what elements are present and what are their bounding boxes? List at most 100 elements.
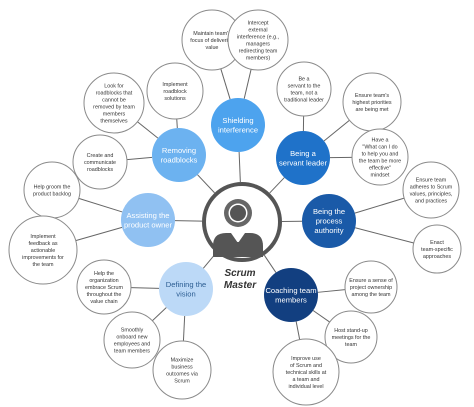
leaf-text-line: throughout the (87, 292, 122, 298)
leaf-text-line: value chain (90, 299, 117, 305)
leaf-text-line: meetings for the (332, 335, 371, 341)
connector-vision-leaf-0 (130, 287, 160, 289)
leaf-text-line: roadblock (163, 89, 187, 95)
leaf-circle (8, 215, 78, 285)
leaf-text-line: Smoothly (121, 327, 144, 333)
leaf-circle (276, 61, 332, 117)
leaf-text-line: Create and (87, 153, 114, 159)
leaf-text-line: members) (246, 55, 270, 61)
hub-label-line: process (316, 217, 343, 226)
hub-label-line: Defining the (166, 280, 207, 289)
connector-roadblocks-leaf-2 (176, 118, 178, 129)
leaf-text-line: Help the (94, 271, 114, 277)
connector-process-leaf-1 (355, 227, 414, 244)
leaf-text-line: values, principles, (410, 191, 453, 197)
leaf-text-line: the team be more (359, 158, 401, 164)
hub-label-line: product owner (124, 220, 173, 229)
hub-circle (211, 98, 265, 152)
leaf-text-line: among the team (352, 292, 391, 298)
leaf-text-line: feedback as (28, 241, 57, 247)
hub-label-line: vision (176, 289, 195, 298)
leaf-text-line: traditional leader (284, 97, 324, 103)
leaf-text-line: embrace Scrum (85, 285, 124, 291)
leaf-text-line: actionable (31, 248, 56, 254)
leaf-text-line: product backlog (33, 191, 71, 197)
leaf-circle (227, 9, 289, 71)
center-node: Scrum Master (202, 182, 282, 291)
leaf-text-line: Maximize (171, 357, 194, 363)
hub-label-line: interference (218, 125, 258, 134)
leaf-circle (324, 310, 378, 364)
leaf-text-line: solutions (164, 96, 186, 102)
leaf-text-line: communicate (84, 160, 116, 166)
connector-center-coaching (263, 254, 277, 273)
leaf-text-line: Maintain team's (193, 31, 231, 37)
leaf-text-line: to help you and (362, 151, 399, 157)
hub-label-line: members (275, 295, 307, 304)
leaf-text-line: Help groom the (34, 184, 71, 190)
leaf-text-line: value (206, 45, 219, 51)
leaf-text-line: the team (33, 262, 54, 268)
hub-label-line: authority (314, 226, 343, 235)
connector-coaching-leaf-1 (312, 310, 330, 323)
leaf-text-line: managers (246, 41, 270, 47)
connector-roadblocks-leaf-1 (137, 121, 159, 139)
connector-roadblocks-leaf-0 (126, 156, 153, 161)
leaf-text-line: servant to the (288, 83, 321, 89)
leaf-text-line: interference (e.g., (237, 34, 280, 40)
leaf-text-line: themselves (100, 118, 128, 124)
leaf-text-line: removed by team (93, 104, 135, 110)
leaf-text-line: employees and (114, 341, 151, 347)
leaf-text-line: adheres to Scrum (410, 184, 453, 190)
leaf-text-line: Implement (30, 234, 56, 240)
connector-vision-leaf-1 (152, 307, 167, 322)
hub-label-line: Coaching team (265, 286, 316, 295)
leaf-text-line: redirecting team (239, 48, 278, 54)
connector-process-leaf-0 (354, 197, 405, 214)
connectors (75, 68, 414, 342)
connector-vision-leaf-2 (182, 315, 186, 342)
leaf-text-line: project ownership (350, 285, 392, 291)
leaf-text-line: mindset (371, 172, 390, 178)
leaf-text-line: approaches (423, 254, 451, 260)
connector-center-shielding (238, 151, 241, 183)
hub-circle (302, 194, 356, 248)
leaf-text-line: Have a (371, 137, 388, 143)
leaf-text-line: roadblocks (87, 167, 113, 173)
connector-center-servant (269, 177, 285, 194)
connector-coaching-leaf-2 (295, 321, 301, 340)
hub-circle (159, 262, 213, 316)
leaf-text-line: roadblocks that (96, 90, 133, 96)
person-silhouette-icon (213, 199, 263, 257)
leaf-text-line: individual level (288, 384, 323, 390)
leaf-text-line: Look for (104, 83, 124, 89)
leaf-text-line: team-specific (421, 247, 453, 253)
leaf-circle (152, 340, 212, 400)
center-label-line1: Scrum (224, 268, 255, 279)
leaf-text-line: Ensure team's (355, 93, 390, 99)
connector-servant-leaf-1 (323, 119, 350, 142)
leaf-text-line: are being met (356, 107, 389, 113)
leaf-circle (72, 134, 128, 190)
hub-circle (264, 268, 318, 322)
hub-label-line: servant leader (279, 158, 328, 167)
leaf-circle (76, 259, 132, 315)
